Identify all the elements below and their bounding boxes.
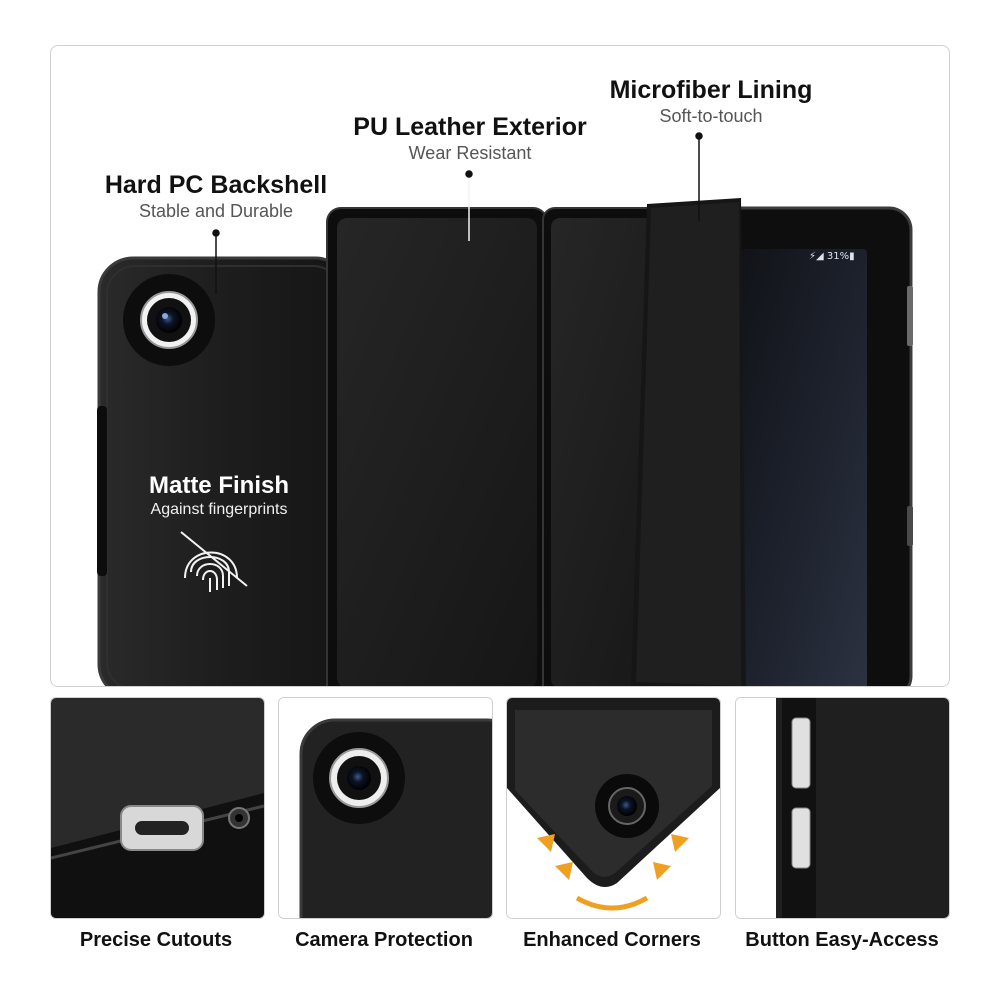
tablet-case-illustration [97, 132, 913, 686]
signal-icon: ⚡◢ [809, 251, 827, 262]
callout-subtitle: Wear Resistant [408, 143, 532, 163]
callout-subtitle: Soft-to-touch [659, 106, 763, 126]
camera-lens-icon [123, 274, 215, 366]
power-button-icon [791, 807, 811, 869]
callout-title: Microfiber Lining [609, 76, 813, 104]
usb-port-cutout-icon [120, 805, 204, 851]
thumb-enhanced-corners [506, 697, 721, 919]
callout-backshell: Hard PC Backshell Stable and Durable [101, 171, 331, 222]
callout-title: Hard PC Backshell [104, 171, 328, 199]
callout-title: Matte Finish [148, 472, 289, 499]
feature-label: Button Easy-Access [745, 929, 939, 951]
camera-lens-icon [595, 774, 659, 838]
callout-subtitle: Against fingerprints [150, 501, 288, 518]
thumb-button-access [735, 697, 950, 919]
callout-matte: Matte Finish Against fingerprints [129, 472, 309, 519]
feature-label: Camera Protection [295, 929, 473, 951]
feature-label: Enhanced Corners [523, 929, 701, 951]
microfiber-lining-flap [631, 198, 746, 686]
audio-jack-icon [228, 807, 250, 829]
fingerprint-crossed-icon [180, 531, 248, 592]
callout-title: PU Leather Exterior [353, 113, 587, 141]
thumb-precise-cutouts [50, 697, 265, 919]
callout-subtitle: Stable and Durable [138, 201, 294, 221]
callout-leather: PU Leather Exterior Wear Resistant [345, 113, 595, 164]
feature-label: Precise Cutouts [79, 929, 233, 951]
shock-arrows-icon [537, 834, 689, 911]
volume-button-icon [791, 717, 811, 789]
camera-lens-icon [313, 732, 405, 824]
hero-panel: ⚡◢ 31%▮ Hard PC Backshell Stable and Dur… [50, 45, 950, 687]
callout-lines [212, 132, 703, 294]
thumb-camera-protection [278, 697, 493, 919]
tablet-screen [741, 249, 867, 686]
callout-lining: Microfiber Lining Soft-to-touch [591, 76, 831, 127]
screen-status-text: ⚡◢ 31%▮ [809, 251, 855, 262]
battery-icon: ▮ [849, 251, 855, 262]
